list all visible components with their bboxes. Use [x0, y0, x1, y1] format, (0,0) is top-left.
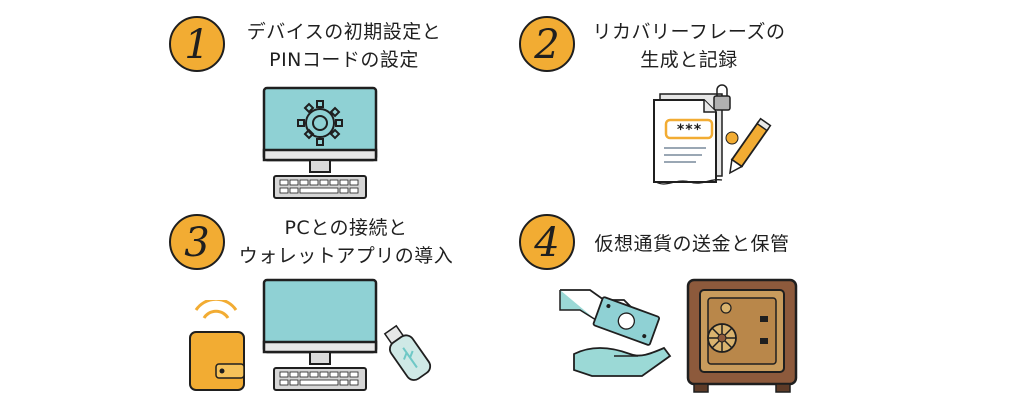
step-3-title: PCとの接続と ウォレットアプリの導入: [226, 214, 466, 270]
step-number-badge: 4: [519, 214, 575, 270]
svg-text:2: 2: [533, 22, 559, 68]
title-line: 生成と記録: [640, 49, 738, 71]
step-4-title: 仮想通貨の送金と保管: [586, 230, 798, 258]
step-number-badge: 1: [169, 16, 225, 72]
title-line: デバイスの初期設定と: [246, 21, 442, 43]
usb-drive-icon: [383, 324, 432, 381]
computer-settings-icon: [262, 86, 378, 199]
title-line: ウォレットアプリの導入: [238, 245, 454, 267]
svg-text:1: 1: [184, 22, 209, 68]
svg-text:3: 3: [184, 220, 209, 266]
safe-icon: [686, 278, 798, 393]
money-transfer-icon: [559, 289, 672, 377]
svg-text:***: ***: [676, 122, 701, 138]
computer-icon: [262, 278, 378, 391]
title-line: PINコードの設定: [269, 49, 419, 71]
step-1-title: デバイスの初期設定と PINコードの設定: [234, 18, 454, 74]
title-line: 仮想通貨の送金と保管: [594, 233, 790, 255]
recovery-document-icon: ***: [653, 84, 772, 185]
wallet-icon: [189, 300, 245, 391]
svg-text:4: 4: [533, 220, 559, 266]
step-number-badge: 3: [169, 214, 225, 270]
title-line: リカバリーフレーズの: [592, 21, 786, 43]
step-number-badge: 2: [519, 16, 575, 72]
step-2-title: リカバリーフレーズの 生成と記録: [584, 18, 794, 74]
title-line: PCとの接続と: [284, 217, 408, 239]
